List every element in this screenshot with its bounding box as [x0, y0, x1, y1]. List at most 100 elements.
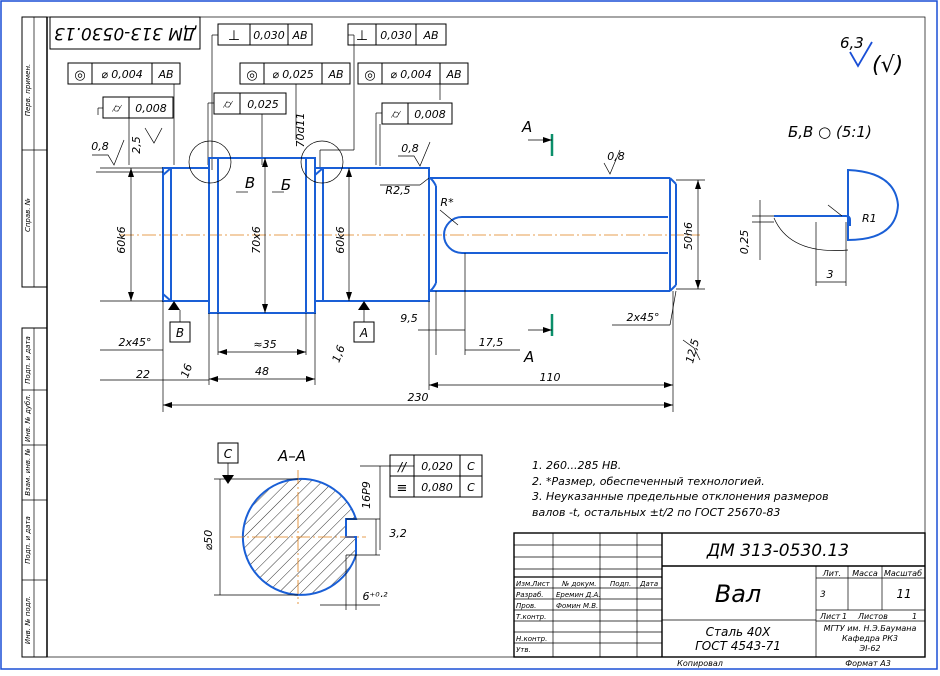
svg-text:⌀ 0,004: ⌀ 0,004: [390, 68, 432, 81]
svg-text:А–А: А–А: [277, 447, 306, 465]
svg-text:◎: ◎: [74, 68, 85, 83]
svg-text:⌀50: ⌀50: [202, 530, 215, 551]
svg-text:Лит.: Лит.: [822, 569, 841, 578]
dimension-lines: [96, 158, 705, 412]
title-block: ДМ 313-0530.13 Вал Сталь 40Х ГОСТ 4543-7…: [513, 532, 926, 668]
svg-text:9,5: 9,5: [400, 312, 418, 325]
svg-text:1: 1: [842, 612, 847, 621]
svg-text:МГТУ им. Н.Э.Баумана: МГТУ им. Н.Э.Баумана: [824, 624, 917, 633]
left-strip: Перв. примен. Справ. № Подп. и дата Инв.…: [21, 16, 48, 658]
svg-text:3,2: 3,2: [389, 527, 407, 540]
svg-text:0,8: 0,8: [401, 142, 419, 155]
svg-text:3: 3: [820, 590, 826, 600]
rotated-stamp: ДМ 313-0530.13: [49, 16, 201, 50]
svg-text:валов -t, остальных ±t/2 по ГО: валов -t, остальных ±t/2 по ГОСТ 25670-8…: [532, 506, 780, 519]
svg-text:Масса: Масса: [852, 569, 878, 578]
leader-lines: [97, 34, 441, 550]
svg-text:3: 3: [827, 268, 834, 281]
svg-text:Изм.: Изм.: [516, 580, 532, 588]
svg-text:2. *Размер, обеспеченный техн: 2. *Размер, обеспеченный технологией.: [532, 475, 765, 488]
svg-text:⌭: ⌭: [391, 107, 402, 121]
svg-text:◎: ◎: [364, 68, 375, 83]
svg-text:◎: ◎: [246, 68, 257, 83]
svg-text:70x6: 70x6: [250, 226, 263, 254]
svg-text:230: 230: [408, 391, 429, 404]
svg-text:Б,В ○ (5:1): Б,В ○ (5:1): [788, 123, 872, 141]
svg-text:60k6: 60k6: [115, 226, 128, 253]
svg-text:Утв.: Утв.: [516, 646, 531, 654]
svg-text:110: 110: [540, 371, 561, 384]
svg-text:Лист: Лист: [531, 580, 551, 588]
svg-text:Вал: Вал: [715, 580, 762, 608]
svg-text:ЭI-62: ЭI-62: [858, 644, 880, 653]
svg-text:АВ: АВ: [157, 68, 173, 81]
svg-text:⊥: ⊥: [356, 28, 368, 44]
svg-text:⊥: ⊥: [228, 28, 240, 44]
svg-text:№ докум.: № докум.: [561, 580, 597, 588]
general-roughness: 6,3 (√): [840, 34, 903, 78]
svg-text:0,8: 0,8: [607, 150, 625, 163]
svg-text:Масштаб: Масштаб: [884, 569, 922, 578]
svg-text:2,5: 2,5: [130, 136, 143, 154]
svg-text:АВ: АВ: [445, 68, 461, 81]
side-label: Перв. примен.: [24, 64, 32, 117]
svg-text://: //: [397, 460, 408, 474]
svg-text:0,025: 0,025: [247, 98, 279, 111]
side-label: Инв. № подл.: [24, 596, 32, 644]
dimension-texts: 60k6 70x6 60k6 50h6 70d11 230 110 48 22 …: [91, 113, 702, 404]
svg-text:В: В: [245, 174, 255, 192]
svg-text:60k6: 60k6: [334, 226, 347, 253]
svg-text:(√): (√): [872, 53, 903, 78]
svg-text:АВ: АВ: [327, 68, 343, 81]
svg-text:1: 1: [912, 612, 917, 621]
svg-text:R1: R1: [862, 212, 877, 225]
svg-text:А: А: [521, 118, 532, 136]
svg-text:⌀ 0,004: ⌀ 0,004: [101, 68, 143, 81]
svg-text:Дата: Дата: [639, 580, 658, 588]
svg-text:⌭: ⌭: [112, 101, 123, 115]
svg-text:1. 260...285 HB.: 1. 260...285 HB.: [532, 459, 621, 472]
svg-text:2х45°: 2х45°: [118, 336, 151, 349]
svg-text:0,008: 0,008: [135, 102, 167, 115]
svg-text:⌭: ⌭: [223, 97, 234, 111]
svg-text:16P9: 16P9: [360, 481, 373, 509]
svg-text:3. Неуказанные предельные отк: 3. Неуказанные предельные отклонения раз…: [532, 490, 829, 503]
side-label: Инв. № дубл.: [24, 394, 32, 442]
side-label: Справ. №: [24, 198, 32, 232]
section-view: А–А ⌀50 16P9 3,2 6⁺⁰·²: [202, 447, 407, 610]
svg-text:С: С: [224, 447, 233, 461]
svg-text:Формат А3: Формат А3: [845, 659, 891, 668]
svg-text:17,5: 17,5: [479, 336, 504, 349]
svg-text:Пров.: Пров.: [516, 602, 536, 610]
detail-circle-v: [188, 140, 232, 184]
svg-text:Фомин М.В.: Фомин М.В.: [556, 602, 598, 610]
svg-text:6⁺⁰·²: 6⁺⁰·²: [362, 590, 388, 603]
svg-text:Листов: Листов: [857, 612, 888, 621]
svg-text:С: С: [467, 481, 475, 494]
svg-text:⌀ 0,025: ⌀ 0,025: [272, 68, 314, 81]
svg-text:0,030: 0,030: [380, 29, 412, 42]
svg-text:6,3: 6,3: [840, 34, 864, 52]
svg-text:Лист: Лист: [819, 612, 841, 621]
side-label: Взам. инв. №: [24, 448, 32, 496]
svg-text:R2,5: R2,5: [385, 184, 410, 197]
svg-text:70d11: 70d11: [294, 113, 307, 148]
svg-text:Н.контр.: Н.контр.: [516, 635, 547, 643]
svg-text:0,008: 0,008: [414, 108, 446, 121]
svg-text:2х45°: 2х45°: [626, 311, 659, 324]
svg-text:Т.контр.: Т.контр.: [516, 613, 546, 621]
datum-markers: В А С: [168, 301, 375, 484]
svg-text:0,080: 0,080: [421, 481, 453, 494]
svg-text:Еремин Д.А.: Еремин Д.А.: [556, 591, 601, 599]
svg-text:0,25: 0,25: [738, 230, 751, 255]
svg-text:АВ: АВ: [291, 29, 307, 42]
svg-text:16: 16: [178, 362, 195, 380]
svg-text:0,030: 0,030: [253, 29, 285, 42]
side-label: Подп. и дата: [24, 516, 32, 564]
svg-text:Сталь 40Х: Сталь 40Х: [706, 625, 772, 639]
shaft-outline: [162, 157, 677, 314]
svg-text:22: 22: [136, 368, 150, 381]
